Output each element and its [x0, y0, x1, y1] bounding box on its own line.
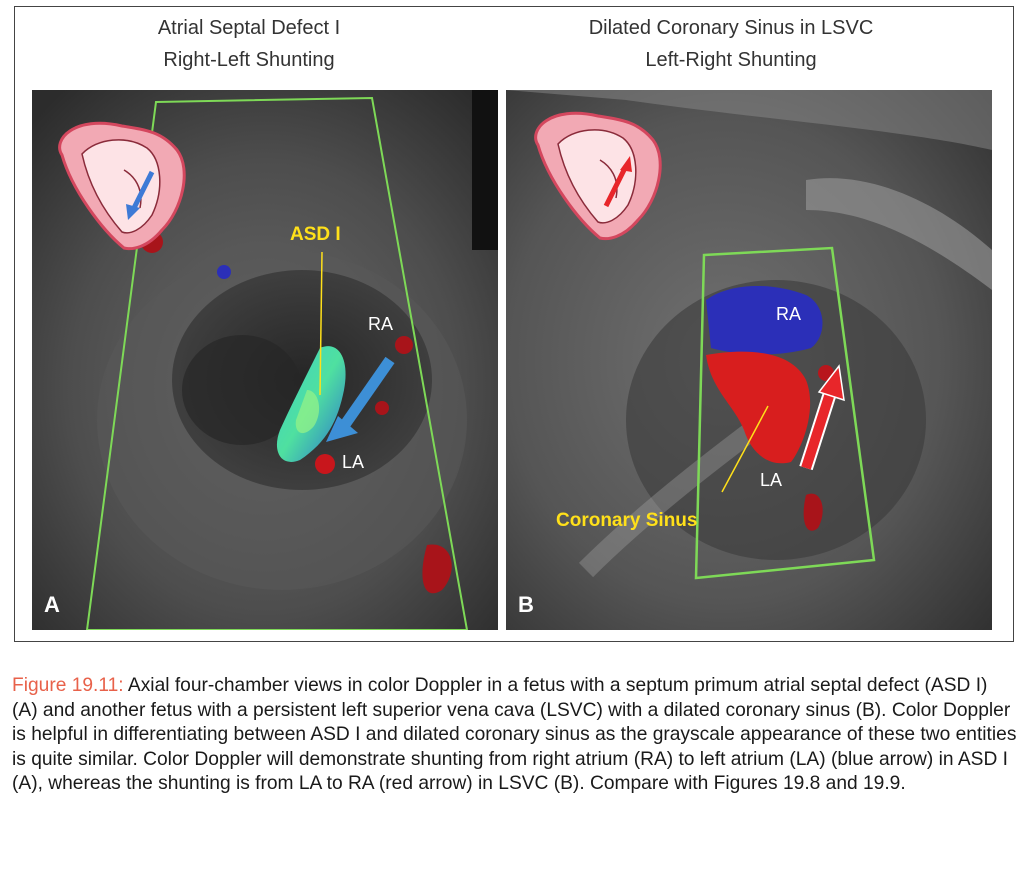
- figure-label: Figure 19.11:: [12, 675, 124, 696]
- ultrasound-image-a: [32, 90, 498, 630]
- coronary-sinus-label: Coronary Sinus: [556, 510, 698, 531]
- panel-a-letter: A: [44, 592, 60, 617]
- la-label-b: LA: [760, 470, 783, 490]
- panel-b-title: Dilated Coronary Sinus in LSVC Left-Righ…: [496, 12, 966, 76]
- asd-label: ASD I: [290, 224, 341, 245]
- figure-caption: Figure 19.11: Axial four-chamber views i…: [12, 674, 1018, 797]
- ultrasound-panel-b: RA LA Coronary Sinus B: [506, 90, 992, 630]
- caption-text: Axial four-chamber views in color Dopple…: [12, 675, 1017, 794]
- panel-b-title-line2: Left-Right Shunting: [645, 49, 817, 71]
- panel-a-title-line2: Right-Left Shunting: [163, 49, 335, 71]
- ra-label-b: RA: [776, 304, 802, 324]
- ultrasound-panel-a: ASD I RA LA A: [32, 90, 498, 630]
- heart-diagram-icon-a: [58, 121, 186, 251]
- ultrasound-image-b: [506, 90, 992, 630]
- panel-b-title-line1: Dilated Coronary Sinus in LSVC: [588, 17, 874, 39]
- heart-diagram-icon-b: [534, 111, 662, 241]
- la-label-a: LA: [342, 452, 365, 472]
- panel-a-title-line1: Atrial Septal Defect I: [157, 17, 341, 39]
- panel-a-title: Atrial Septal Defect I Right-Left Shunti…: [14, 12, 484, 76]
- panel-b-letter: B: [518, 592, 534, 617]
- ra-label-a: RA: [368, 314, 394, 334]
